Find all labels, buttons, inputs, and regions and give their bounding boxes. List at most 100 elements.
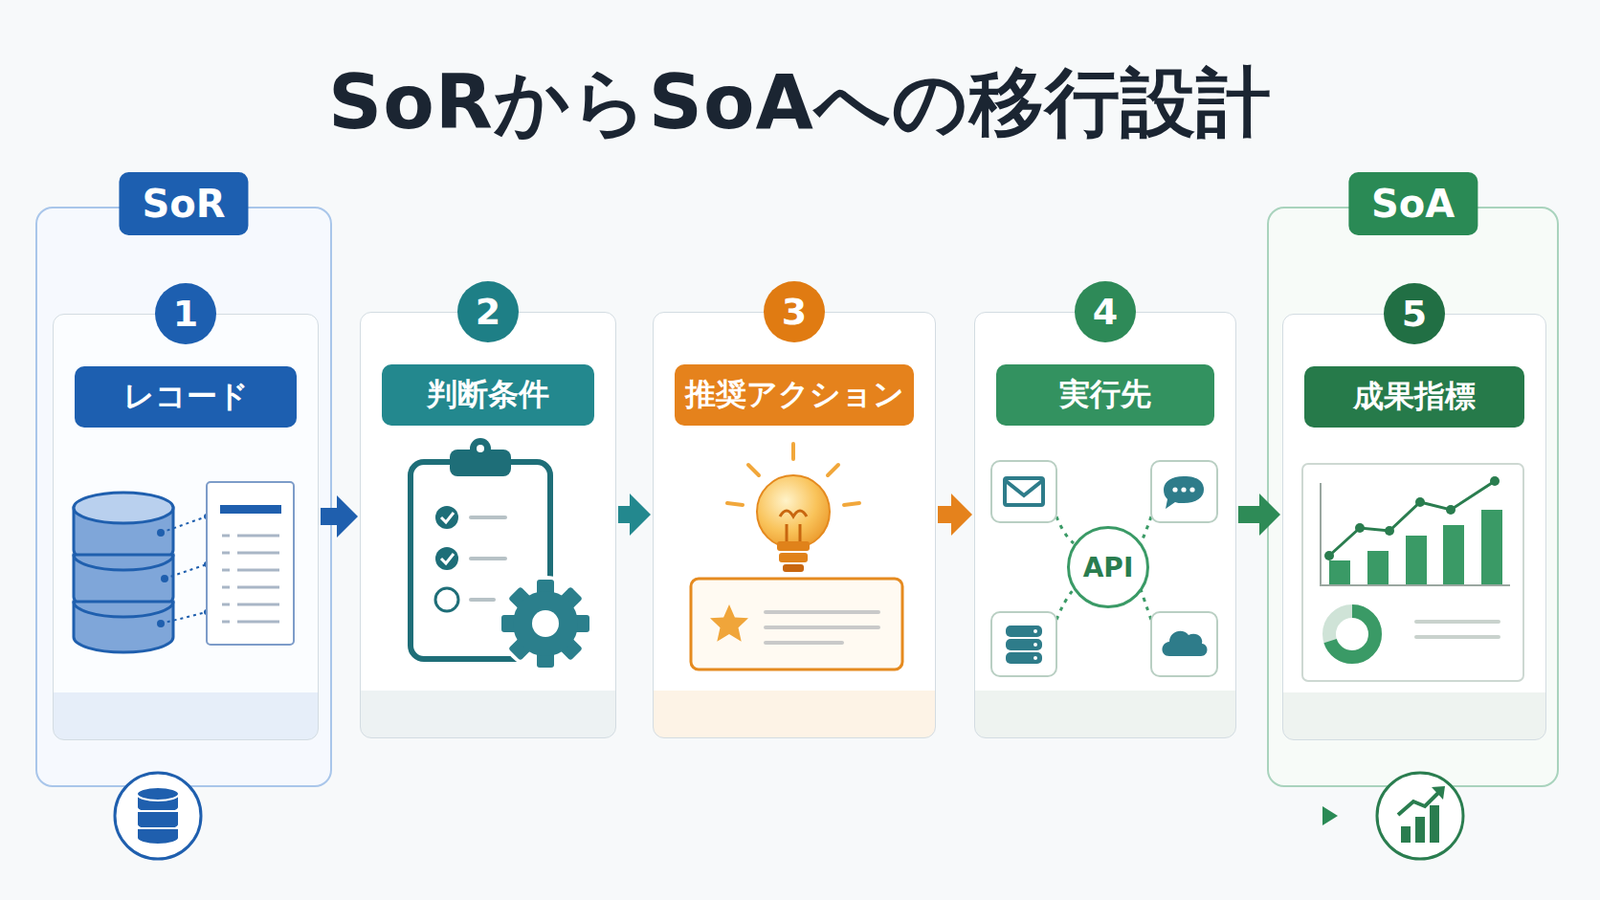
- system-panel: SoR1レコード: [35, 206, 333, 788]
- recommendation-card: [690, 578, 903, 670]
- step-number: 3: [763, 281, 825, 343]
- transition-line-part: [1322, 806, 1338, 826]
- record-sheet-part: [220, 505, 282, 514]
- gear-icon-part-part: [508, 586, 534, 613]
- chart-panel-part-part: [1489, 476, 1500, 487]
- bulb-rays-part: [827, 465, 839, 476]
- record-sheet-part-part: [237, 534, 280, 538]
- step-card: 5成果指標: [1282, 313, 1547, 741]
- gear-icon-part: [532, 610, 559, 638]
- transition-line: [232, 806, 1338, 826]
- record-sheet-part-part: [237, 586, 280, 590]
- soa-badge-part: [1377, 773, 1464, 860]
- gear-icon-part-part: [556, 586, 583, 613]
- link-dots-part: [160, 575, 169, 583]
- chart-panel-part-part: [1384, 526, 1395, 536]
- transition-line-part: [232, 815, 1329, 819]
- storage-target-part: [991, 612, 1057, 677]
- step-number: 5: [1383, 283, 1445, 345]
- mail-target-part: [1004, 478, 1044, 506]
- gear-icon-part-part: [570, 615, 590, 633]
- record-sheet-part-part: [222, 552, 230, 556]
- flow-arrow: [937, 493, 973, 536]
- clipboard-icon-part: [449, 449, 512, 477]
- record-sheet-part-part: [237, 552, 280, 556]
- database-icon-part: [73, 601, 174, 653]
- chat-target-part: [1163, 476, 1204, 510]
- record-sheet-part-part: [237, 603, 280, 607]
- database-icon-part: [73, 508, 174, 566]
- cloud-target-part: [1151, 612, 1218, 677]
- recommendation-card-part-part: [765, 641, 843, 645]
- chart-panel-part: [1324, 476, 1500, 561]
- clipboard-icon-part: [435, 588, 459, 612]
- step-number: 1: [155, 283, 217, 345]
- record-sheet-part-part: [237, 621, 280, 624]
- mail-target-part: [1004, 480, 1044, 496]
- chat-target: [1151, 461, 1218, 523]
- link-dots-part: [203, 561, 210, 568]
- flow-arrow: [320, 495, 358, 538]
- record-sheet-part-part: [237, 569, 280, 573]
- record-links: [160, 516, 207, 624]
- chat-target-part: [1180, 487, 1186, 492]
- clipboard-icon: [410, 438, 551, 660]
- step-label: 実行先: [996, 364, 1215, 426]
- chart-panel-part-part: [1415, 497, 1425, 508]
- record-sheet-part-part: [222, 603, 230, 607]
- chart-panel-part-part: [1443, 525, 1465, 585]
- chart-panel-part-part: [1481, 510, 1503, 585]
- bulb-icon-part: [779, 511, 807, 544]
- clipboard-icon-part-part: [470, 598, 494, 602]
- record-sheet-part-part: [222, 621, 230, 624]
- panel-tag: SoR: [118, 172, 248, 236]
- gear-icon-part-part: [501, 615, 521, 633]
- gear-icon-part: [501, 579, 590, 668]
- gear-icon-part-part: [536, 648, 555, 668]
- bulb-rays-part: [844, 503, 860, 506]
- link-dots-part: [203, 513, 210, 520]
- storage-target: [991, 612, 1057, 677]
- bulb-icon-part: [756, 475, 830, 549]
- link-dots-part: [156, 620, 165, 628]
- record-links-part: [160, 612, 207, 624]
- chart-panel-part-part: [1355, 523, 1365, 534]
- sor-badge-part: [136, 811, 179, 832]
- chart-panel-part-part: [1329, 560, 1351, 585]
- step-label: 判断条件: [381, 364, 595, 426]
- api-hub: API: [1066, 526, 1150, 609]
- record-sheet-part-part: [222, 534, 230, 538]
- cloud-target: [1151, 612, 1218, 677]
- clipboard-icon-part: [470, 517, 506, 600]
- recommendation-card-part: [690, 578, 903, 670]
- gear-icon-part: [497, 576, 594, 672]
- step-card: 4実行先API: [974, 311, 1237, 739]
- chat-target-part: [1189, 487, 1195, 492]
- database-icon-part: [73, 492, 174, 524]
- api-links-part: [1056, 589, 1074, 621]
- gear-icon: [497, 576, 594, 672]
- record-links-part: [164, 564, 207, 579]
- step-card: 3推奨アクション: [652, 311, 936, 739]
- storage-target-part: [1005, 639, 1043, 651]
- database-icon-part: [73, 601, 174, 618]
- soa-badge-part: [1398, 793, 1439, 816]
- step-label: 推奨アクション: [674, 364, 914, 426]
- clipboard-icon-part: [476, 444, 485, 453]
- hub-label: API: [1083, 552, 1134, 584]
- database-icon: [73, 492, 174, 653]
- storage-target-part: [1033, 656, 1038, 661]
- step-label: 成果指標: [1304, 366, 1525, 428]
- clipboard-icon-part: [441, 554, 454, 564]
- storage-target-part: [1033, 643, 1038, 647]
- link-dots-part: [156, 529, 165, 537]
- soa-badge-part: [1431, 786, 1445, 800]
- clipboard-icon-part-part: [470, 556, 506, 561]
- record-sheet-part-part: [222, 569, 230, 573]
- chart-panel-part: [1302, 464, 1524, 682]
- mail-target-part: [991, 461, 1057, 523]
- database-icon-part: [73, 555, 174, 571]
- sor-badge-part: [114, 773, 201, 860]
- recommendation-card-part-part: [765, 625, 879, 630]
- bulb-icon-part: [782, 564, 804, 573]
